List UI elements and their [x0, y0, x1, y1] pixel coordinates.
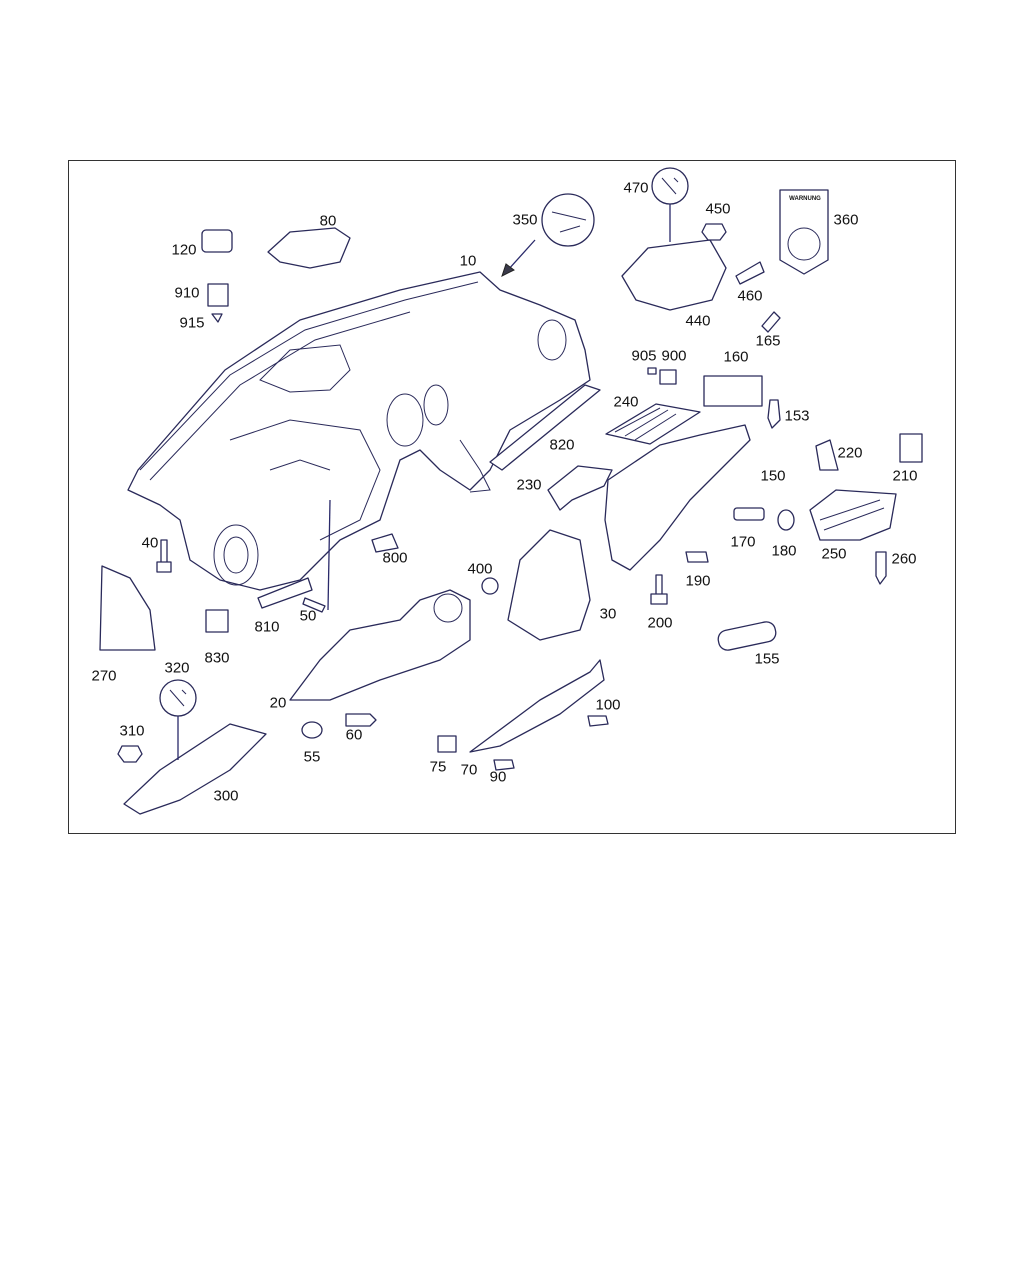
part-label-350: 350 [512, 211, 538, 229]
part-label-830: 830 [204, 649, 230, 667]
trim-strip-part-820 [489, 384, 601, 471]
cover-part-80 [267, 227, 351, 269]
trim-part-70 [469, 659, 605, 753]
nut-part-310 [117, 745, 143, 763]
screw-part-90 [493, 759, 515, 771]
bulb-part-165 [761, 311, 781, 333]
part-label-40: 40 [141, 534, 159, 552]
lower-panel-part-20 [289, 589, 471, 701]
part-label-150: 150 [760, 467, 786, 485]
part-label-60: 60 [345, 726, 363, 744]
part-label-165: 165 [755, 332, 781, 350]
warning-sticker-part-360 [779, 189, 829, 275]
nut-part-450 [701, 223, 727, 241]
part-label-260: 260 [891, 550, 917, 568]
part-label-440: 440 [685, 312, 711, 330]
warning-sticker-text: WARNUNG [789, 196, 821, 202]
side-cover-part-270 [99, 565, 156, 651]
screw-part-50 [302, 597, 326, 613]
part-label-300: 300 [213, 787, 239, 805]
part-label-190: 190 [685, 572, 711, 590]
part-label-90: 90 [489, 768, 507, 786]
module-part-210 [899, 433, 923, 463]
screw-part-100 [587, 715, 609, 727]
lid-part-240 [605, 403, 701, 445]
wrench-icon [651, 167, 689, 205]
glovebox-part-150 [604, 424, 751, 571]
clip-part-55 [301, 721, 323, 739]
bolt-part-460 [735, 261, 765, 285]
screw-part-260 [875, 551, 887, 585]
holder-part-910 [207, 283, 229, 307]
part-label-70: 70 [460, 761, 478, 779]
part-label-915: 915 [179, 314, 205, 332]
part-label-80: 80 [319, 212, 337, 230]
part-label-310: 310 [119, 722, 145, 740]
part-label-470: 470 [623, 179, 649, 197]
part-label-450: 450 [705, 200, 731, 218]
part-label-170: 170 [730, 533, 756, 551]
latch-part-160 [703, 375, 763, 407]
airbag-sticker-part-350 [541, 193, 595, 247]
part-label-810: 810 [254, 618, 280, 636]
screw-part-60 [345, 713, 377, 727]
part-label-200: 200 [647, 614, 673, 632]
wrench-icon-2 [159, 679, 197, 717]
part-label-120: 120 [171, 241, 197, 259]
part-label-153: 153 [784, 407, 810, 425]
part-label-100: 100 [595, 696, 621, 714]
part-label-160: 160 [723, 348, 749, 366]
control-unit-part-250 [809, 489, 897, 541]
sensor-part-220 [815, 439, 839, 471]
cap-part-180 [777, 509, 795, 531]
part-label-155: 155 [754, 650, 780, 668]
part-label-820: 820 [549, 436, 575, 454]
part-label-10: 10 [459, 252, 477, 270]
diagram-frame [68, 160, 956, 834]
part-label-230: 230 [516, 476, 542, 494]
knee-panel-part-30 [507, 529, 591, 641]
clip-part-800 [371, 533, 399, 553]
part-label-250: 250 [821, 545, 847, 563]
bulb-part-905 [647, 367, 657, 375]
part-label-240: 240 [613, 393, 639, 411]
part-label-320: 320 [164, 659, 190, 677]
part-label-270: 270 [91, 667, 117, 685]
part-label-460: 460 [737, 287, 763, 305]
lamp-part-900 [659, 369, 677, 385]
part-label-900: 900 [661, 347, 687, 365]
clip-part-153 [767, 399, 781, 429]
bulb-part-915 [211, 313, 223, 323]
part-label-50: 50 [299, 607, 317, 625]
switch-part-120 [201, 229, 233, 253]
screw-part-190 [685, 551, 709, 563]
grommet-part-400 [481, 577, 499, 595]
connector-part-830 [205, 609, 229, 633]
knee-airbag-part-300 [123, 723, 267, 815]
bracket-part-230 [547, 465, 613, 511]
airbag-module-part-440 [621, 239, 727, 311]
part-label-220: 220 [837, 444, 863, 462]
clip-nut-part-75 [437, 735, 457, 753]
screw-part-40 [156, 539, 172, 573]
part-label-905: 905 [631, 347, 657, 365]
lock-part-170 [733, 507, 765, 521]
part-label-20: 20 [269, 694, 287, 712]
part-label-360: 360 [833, 211, 859, 229]
part-label-55: 55 [303, 748, 321, 766]
strip-part-810 [257, 577, 313, 609]
bar-part-155 [717, 621, 777, 651]
screw-part-200 [650, 574, 668, 605]
dashboard-carrier-part-10 [127, 271, 591, 591]
part-label-30: 30 [599, 605, 617, 623]
part-label-400: 400 [467, 560, 493, 578]
part-label-75: 75 [429, 758, 447, 776]
part-label-800: 800 [382, 549, 408, 567]
part-label-910: 910 [174, 284, 200, 302]
part-label-180: 180 [771, 542, 797, 560]
part-label-210: 210 [892, 467, 918, 485]
